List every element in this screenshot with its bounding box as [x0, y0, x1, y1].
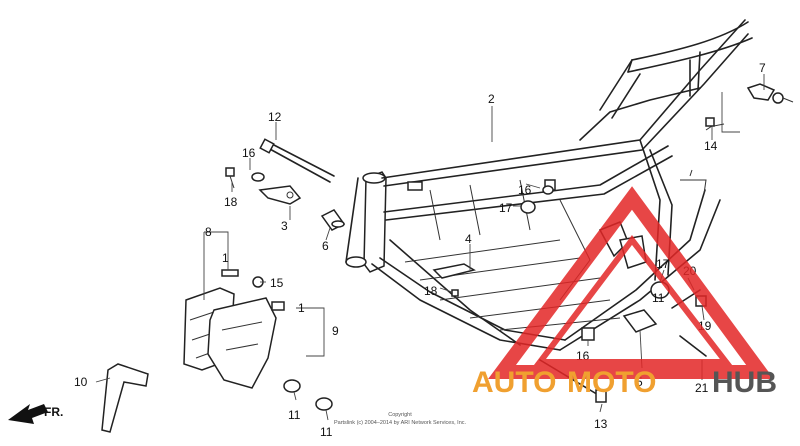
part-13-head — [595, 389, 607, 403]
part-7-clamp — [746, 83, 794, 104]
part-1b-rubber — [271, 301, 285, 311]
copyright-line-1: Copyright — [388, 412, 412, 418]
callout-15: 15 — [270, 276, 284, 290]
part-9-cover — [207, 297, 277, 389]
watermark-moto: MOTO — [567, 366, 656, 399]
callout-11b: 11 — [320, 425, 333, 439]
part-16c-collar — [581, 327, 595, 341]
callout-16: 16 — [242, 146, 256, 160]
callout-12: 12 — [268, 110, 282, 124]
callout-6: 6 — [322, 239, 329, 253]
part-3-bracket — [258, 185, 302, 205]
watermark-text: AUTO MOTO HUB — [472, 366, 777, 399]
part-12-bolt — [259, 138, 335, 183]
part-16b-collar — [542, 185, 554, 195]
callout-1b: 1 — [298, 301, 305, 315]
callout-3: 3 — [281, 219, 288, 233]
callout-7: 7 — [759, 61, 766, 75]
copyright-line-2: Partslink (c) 2004–2014 by ARI Network S… — [334, 420, 467, 426]
callout-17b: 17 — [656, 257, 670, 271]
callout-14: 14 — [704, 139, 718, 153]
callout-8: 8 — [205, 225, 212, 239]
callout-21: 21 — [695, 381, 709, 395]
watermark-logo — [488, 186, 774, 379]
part-18b-bolt — [451, 289, 459, 297]
callout-18: 18 — [224, 195, 238, 209]
front-arrow-icon — [8, 404, 48, 424]
part-11b-grommet — [315, 397, 333, 411]
watermark-auto: AUTO — [472, 366, 556, 399]
watermark-hub: HUB — [712, 366, 777, 399]
part-11-grommet — [283, 379, 301, 393]
part-4-stay — [432, 263, 476, 279]
part-14-bolt — [705, 117, 715, 127]
callout-4: 4 — [465, 232, 472, 246]
part-16-collar — [251, 172, 265, 182]
callout-5: 5 — [636, 375, 643, 389]
part-17-grommet — [520, 200, 536, 214]
callout-11: 11 — [288, 408, 301, 422]
callout-17: 17 — [499, 201, 513, 215]
part-1-rubber — [221, 269, 239, 277]
callout-16b: 16 — [518, 183, 532, 197]
part-18-bolt — [225, 167, 235, 177]
main-frame — [345, 19, 753, 351]
front-marker-label: FR. — [44, 405, 63, 419]
callout-1: 1 — [222, 251, 229, 265]
part-6-collar — [320, 209, 346, 231]
callout-10: 10 — [74, 375, 88, 389]
part-21-bolt — [679, 335, 707, 357]
callout-11c: 11 — [652, 291, 665, 305]
callout-13: 13 — [594, 417, 608, 431]
callout-9: 9 — [332, 324, 339, 338]
part-10-bracket — [101, 363, 149, 433]
callout-18b: 18 — [424, 284, 438, 298]
callout-2: 2 — [488, 92, 495, 106]
part-5-bracket — [622, 309, 658, 333]
